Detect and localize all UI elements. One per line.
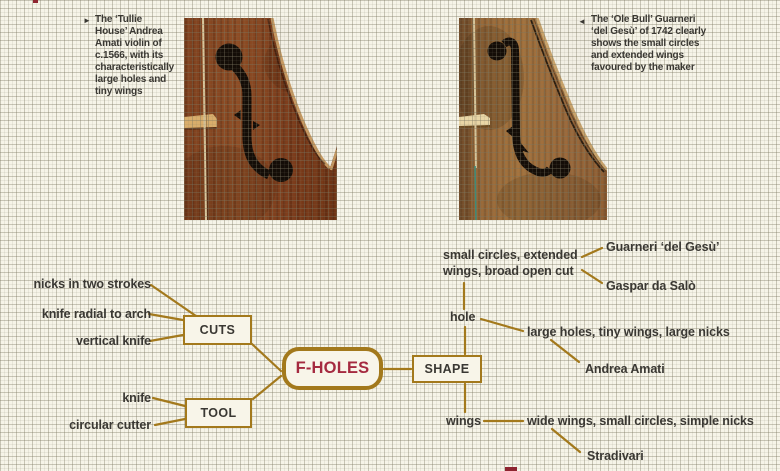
label-maker-stradivari: Stradivari [587, 449, 644, 463]
caption-amati-line: The ‘Tullie [95, 14, 143, 25]
label-circular-cutter: circular cutter [69, 418, 151, 432]
caption-amati-line: tiny wings [95, 86, 143, 97]
node-f-holes: F-HOLES [282, 347, 383, 390]
label-maker-guarneri: Guarneri ‘del Gesù’ [606, 240, 720, 254]
page-edge-mark [33, 0, 38, 3]
label-wings: wings [446, 414, 481, 428]
caption-amati-line: large holes and [95, 74, 167, 85]
label-knife: knife [122, 391, 151, 405]
caption-guarneri-line: shows the small circles [591, 38, 700, 49]
caption-amati-line: House’ Andrea [95, 26, 163, 37]
label-trait-large-holes: large holes, tiny wings, large nicks [527, 325, 730, 339]
caption-guarneri-line: and extended wings [591, 50, 684, 61]
caption-guarneri-line: The ‘Ole Bull’ Guarneri [591, 14, 696, 25]
caption-guarneri-line: ‘del Gesù’ of 1742 clearly [591, 26, 707, 37]
caption-amati-line: characteristically [95, 62, 175, 73]
caption-guarneri-line: favoured by the maker [591, 62, 695, 73]
amati-fhole-photo [184, 18, 337, 220]
guarneri-fhole-photo [459, 18, 607, 220]
caption-amati: The ‘Tullie House’ Andrea Amati violin o… [95, 14, 174, 98]
caption-guarneri: The ‘Ole Bull’ Guarneri ‘del Gesù’ of 17… [591, 14, 706, 74]
label-nicks-in-two-strokes: nicks in two strokes [33, 277, 152, 291]
label-hole: hole [450, 310, 476, 324]
caption-amati-line: Amati violin of [95, 38, 162, 49]
right-arrow-icon: ► [83, 16, 91, 25]
node-cuts: CUTS [183, 315, 252, 345]
caption-amati-line: c.1566, with its [95, 50, 164, 61]
label-vertical-knife: vertical knife [75, 334, 151, 348]
trait-line: small circles, extended [443, 248, 578, 262]
label-maker-amati: Andrea Amati [585, 362, 665, 376]
node-tool: TOOL [185, 398, 252, 428]
label-trait-wide-wings: wide wings, small circles, simple nicks [527, 414, 754, 428]
left-arrow-icon: ◄ [578, 17, 586, 26]
trait-line: wings, broad open cut [443, 264, 574, 278]
page-edge-mark [505, 467, 517, 471]
label-maker-gaspar: Gaspar da Salò [606, 279, 696, 293]
label-trait-small-circles: small circles, extended wings, broad ope… [443, 247, 578, 279]
label-knife-radial-to-arch: knife radial to arch [41, 307, 151, 321]
node-shape: SHAPE [412, 355, 482, 383]
